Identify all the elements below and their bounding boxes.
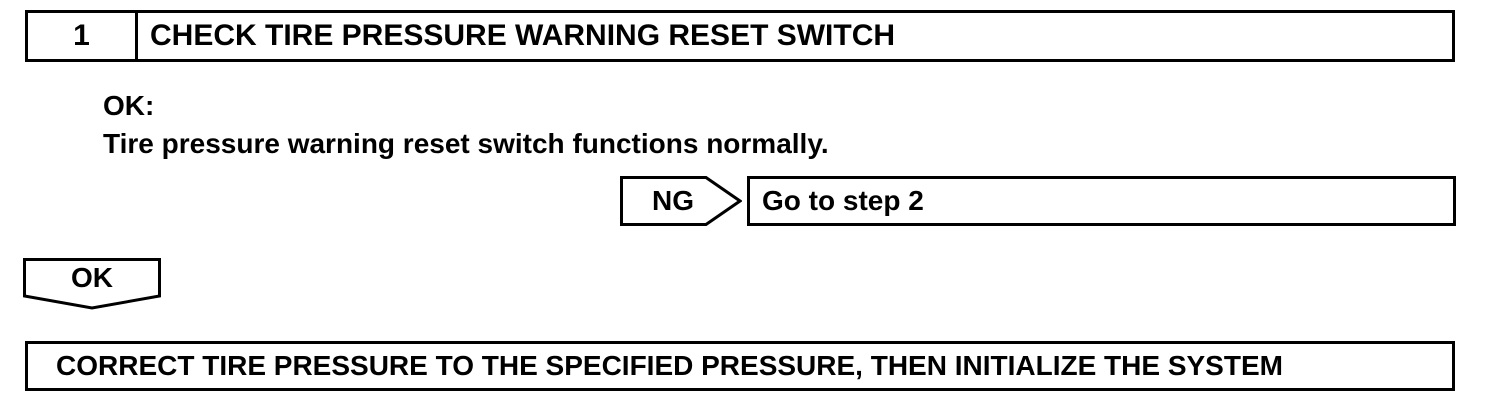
ng-arrow-shape [620, 176, 742, 226]
ok-branch-label: OK [71, 262, 113, 293]
step-header: 1 CHECK TIRE PRESSURE WARNING RESET SWIT… [25, 10, 1455, 62]
step-title: CHECK TIRE PRESSURE WARNING RESET SWITCH [150, 19, 896, 52]
ok-criteria-label: OK: [103, 90, 155, 121]
step-number: 1 [28, 13, 138, 59]
ng-branch-destination: Go to step 2 [747, 176, 1456, 226]
ok-branch-tag: OK [23, 258, 161, 310]
ng-branch-tag: NG [620, 176, 742, 226]
ok-criteria-description: Tire pressure warning reset switch funct… [103, 128, 829, 159]
ok-arrow-shape [23, 258, 161, 310]
result-action-box: CORRECT TIRE PRESSURE TO THE SPECIFIED P… [25, 341, 1455, 391]
ng-branch-label: NG [652, 185, 694, 216]
